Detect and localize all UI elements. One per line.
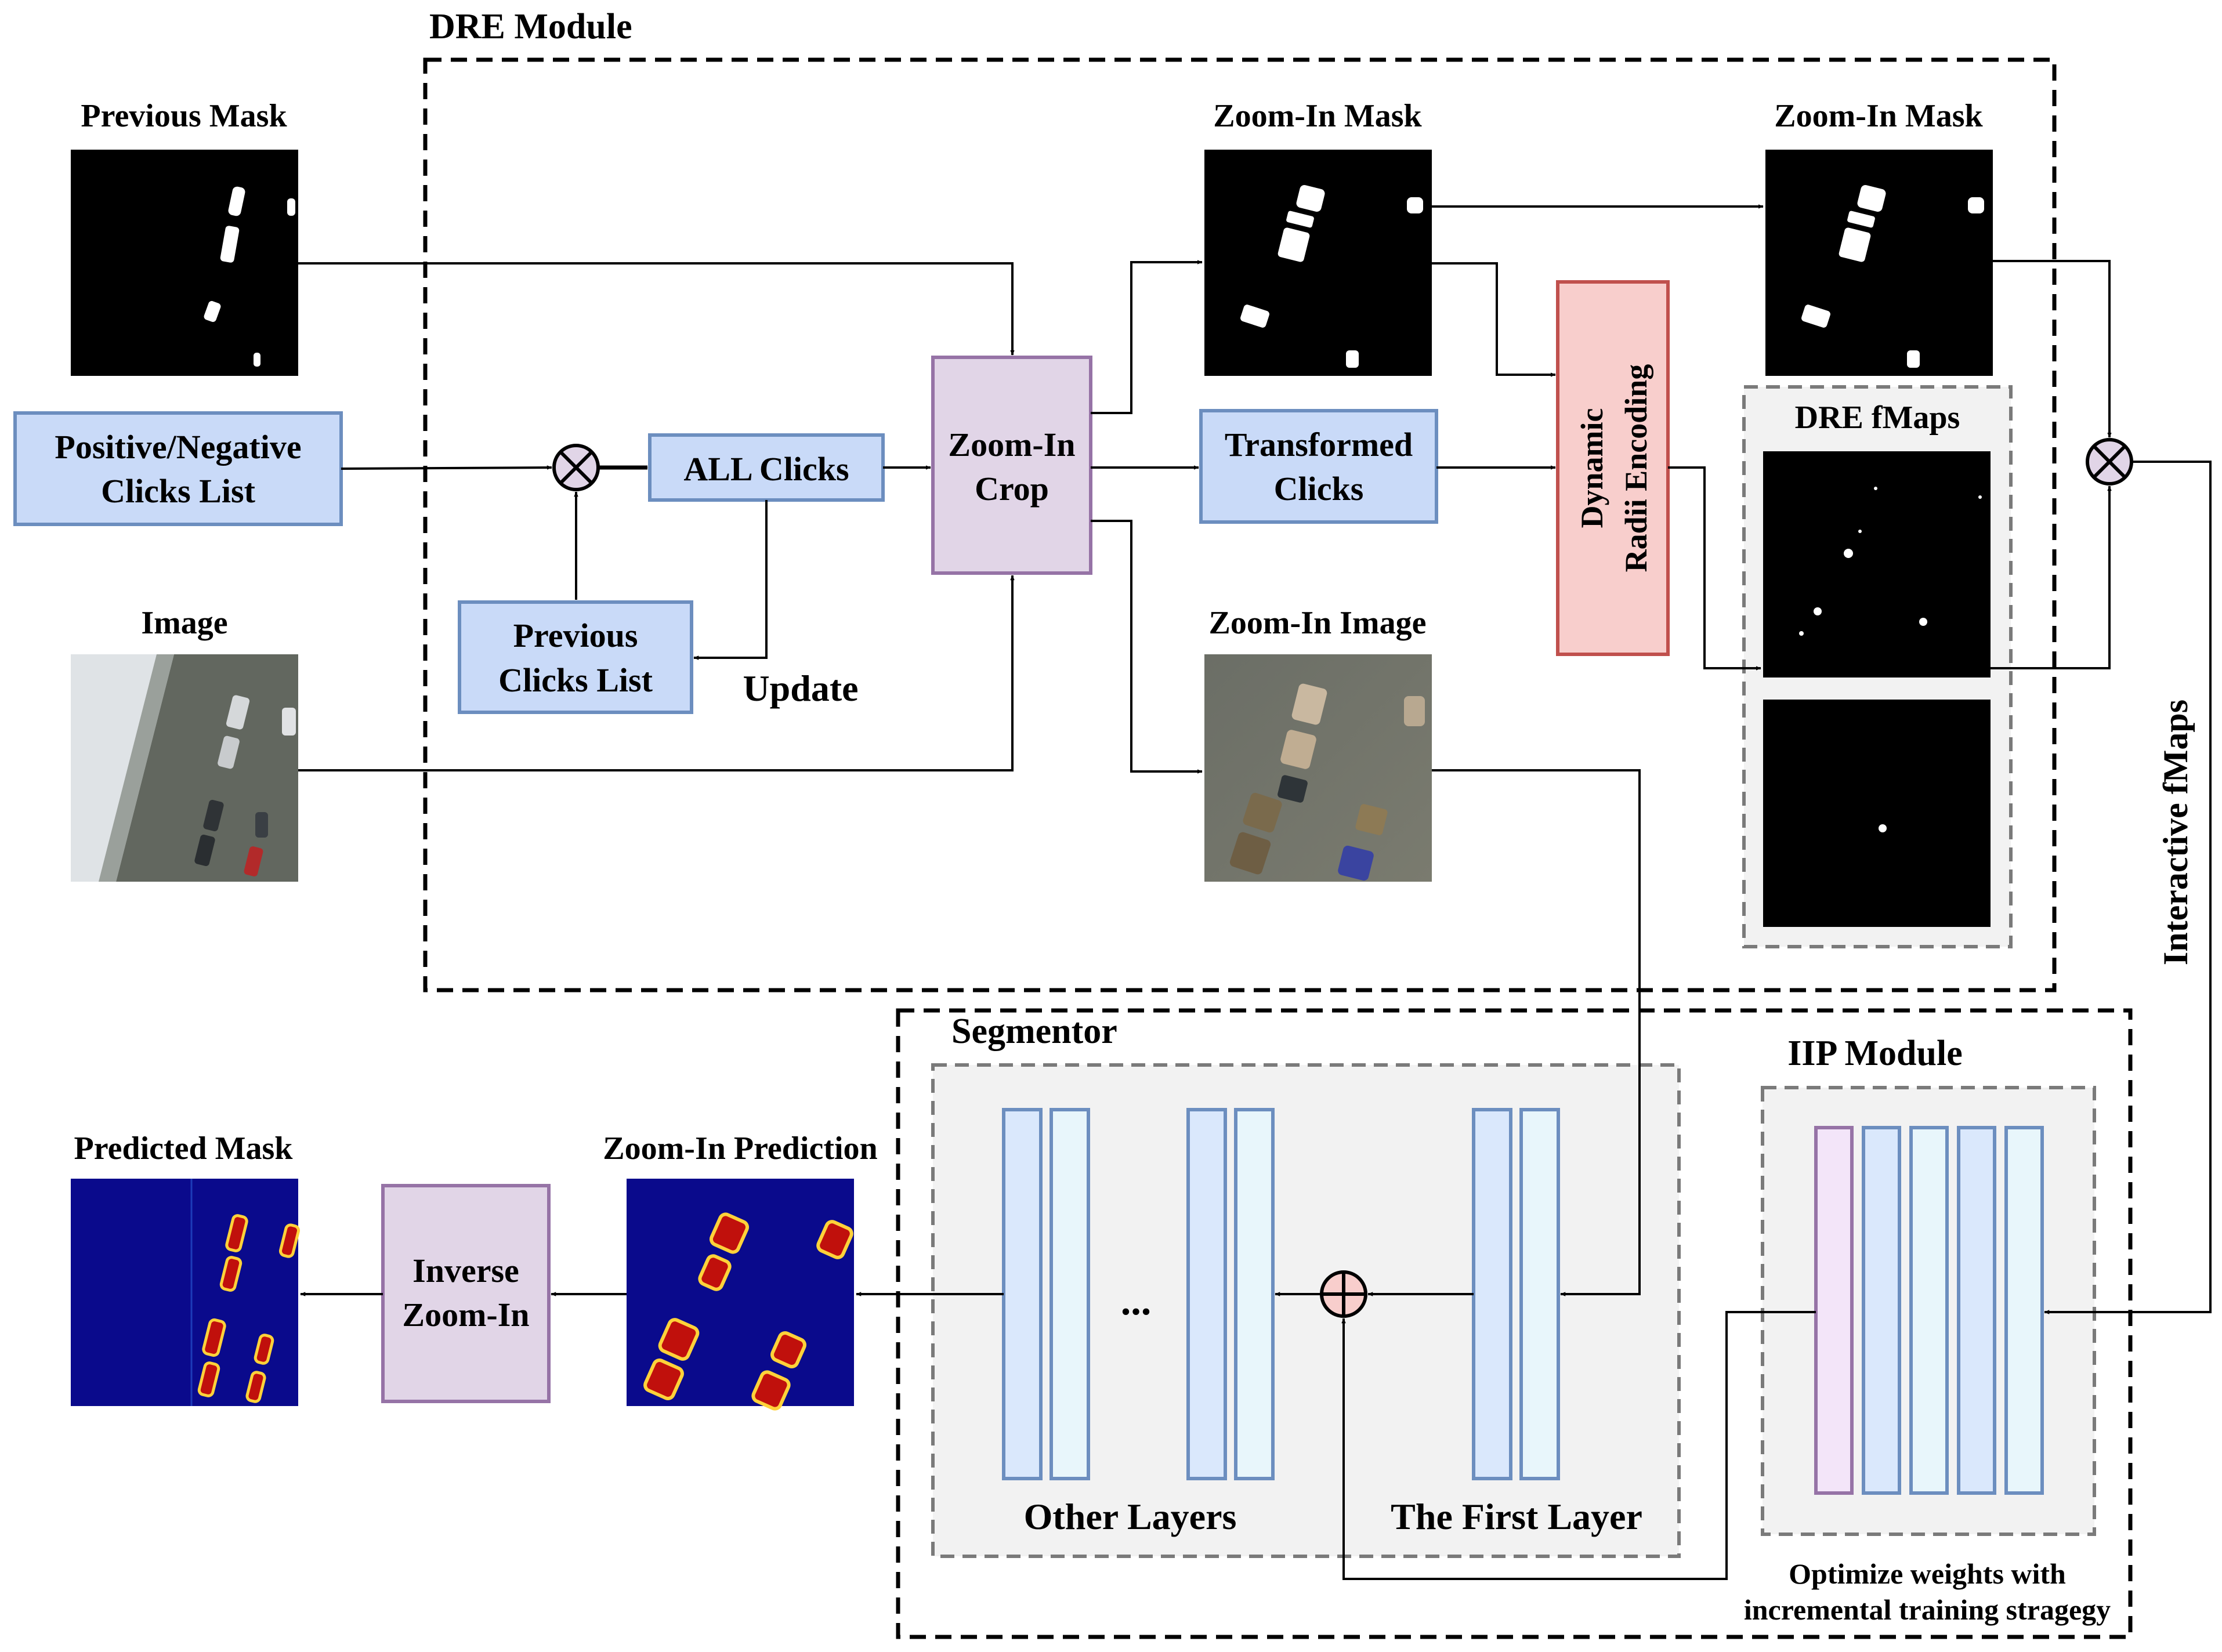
dynamic-radii-line1: Dynamic (1575, 408, 1609, 528)
dynamic-radii-line2: Radii Encoding (1619, 364, 1653, 573)
zoom-in-crop-line2: Crop (975, 470, 1049, 508)
zoom-in-crop-line1: Zoom-In (948, 426, 1075, 463)
other-layers-group-2 (1186, 1108, 1275, 1480)
inverse-zoom-in-line2: Zoom-In (402, 1296, 529, 1334)
iip-layers (1814, 1126, 2044, 1495)
inverse-zoom-in-box (381, 1184, 551, 1403)
add-node (1320, 1270, 1367, 1318)
transformed-clicks-line1: Transformed (1225, 426, 1413, 463)
segmentor-panel (931, 1063, 1681, 1558)
zoom-in-image (1204, 654, 1432, 882)
all-clicks-box (648, 433, 885, 502)
first-layer-group (1472, 1108, 1560, 1480)
segmentor-title: Segmentor (951, 1012, 1117, 1051)
segmentor-iip-region (896, 1008, 2133, 1639)
iip-note-line2: incremental training stragegy (1744, 1593, 2111, 1626)
zoom-in-mask-image-1 (1204, 150, 1432, 376)
connectors (298, 204, 2212, 1580)
iip-title: IIP Module (1787, 1034, 1962, 1073)
dre-fmap-2 (1763, 700, 1991, 927)
dre-fmaps-title: DRE fMaps (1795, 400, 1960, 436)
zoom-in-mask-label-2: Zoom-In Mask (1774, 98, 1983, 134)
multiply-node-fmaps (2086, 438, 2133, 486)
transformed-clicks-line2: Clicks (1274, 470, 1364, 508)
previous-clicks-line1: Previous (513, 617, 638, 654)
zoom-in-mask-label-1: Zoom-In Mask (1213, 98, 1422, 134)
dre-fmap-1 (1763, 451, 1991, 678)
previous-mask-image (71, 150, 298, 376)
all-clicks-label: ALL Clicks (683, 450, 849, 488)
dre-module-title: DRE Module (429, 7, 632, 46)
pos-neg-clicks-line1: Positive/Negative (55, 428, 301, 466)
interactive-fmaps-label: Interactive fMaps (2156, 700, 2195, 965)
update-label: Update (743, 668, 858, 709)
previous-mask-label: Previous Mask (81, 98, 287, 134)
inverse-zoom-in-line1: Inverse (412, 1252, 519, 1289)
zoom-in-prediction-image (627, 1179, 854, 1411)
previous-clicks-line2: Clicks List (498, 661, 653, 699)
layers-ellipsis: ... (1121, 1279, 1152, 1324)
predicted-mask-label: Predicted Mask (74, 1131, 294, 1166)
pos-neg-clicks-line2: Clicks List (101, 472, 256, 510)
dynamic-radii-encoding-box (1556, 280, 1670, 656)
iip-note-line1: Optimize weights with (1789, 1557, 2066, 1590)
zoom-in-crop-box (931, 356, 1092, 575)
previous-clicks-box (458, 600, 693, 714)
image-label: Image (141, 605, 227, 641)
first-layer-label: The First Layer (1391, 1496, 1642, 1537)
transformed-clicks-box (1199, 409, 1438, 524)
input-image (71, 654, 298, 882)
dre-module-region (423, 57, 2057, 992)
zoom-in-mask-image-2 (1765, 150, 1993, 376)
zoom-in-image-label: Zoom-In Image (1209, 605, 1427, 641)
multiply-node-clicks (552, 444, 600, 491)
other-layers-group-1 (1002, 1108, 1090, 1480)
zoom-in-prediction-label: Zoom-In Prediction (603, 1131, 877, 1166)
predicted-mask-image (71, 1179, 301, 1406)
pos-neg-clicks-box (13, 411, 343, 526)
other-layers-label: Other Layers (1024, 1496, 1237, 1537)
